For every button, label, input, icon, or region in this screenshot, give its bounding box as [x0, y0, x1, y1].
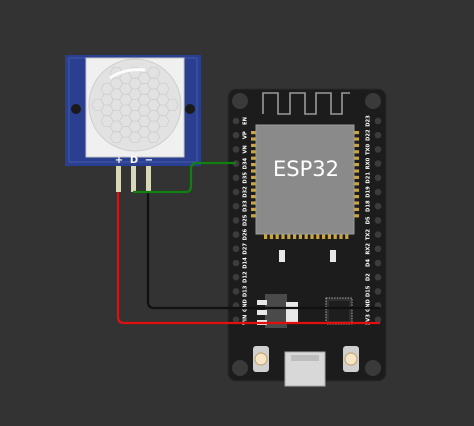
wire-gnd[interactable] — [146, 191, 380, 310]
pin-hole-rx2[interactable] — [374, 245, 382, 253]
pin-hole-d35[interactable] — [232, 174, 240, 182]
pin-hole-d23[interactable] — [374, 117, 382, 125]
pin-hole-d26[interactable] — [232, 231, 240, 238]
mount-hole-tl — [232, 93, 248, 109]
pir-fresnel-lens — [88, 58, 182, 152]
en-reset-button[interactable] — [253, 346, 269, 372]
wire-vcc[interactable] — [116, 192, 380, 325]
micro-usb-port[interactable] — [284, 351, 326, 387]
pin-label-d5: D5 — [366, 216, 372, 224]
pin-label-d2: D2 — [366, 273, 372, 281]
pin-label-vp: VP — [243, 131, 249, 139]
pin-hole-d15[interactable] — [374, 288, 382, 295]
pir-motion-sensor[interactable]: + D − — [65, 55, 201, 192]
pin-label-d35: D35 — [243, 172, 249, 184]
pin-label-d19: D19 — [366, 186, 372, 198]
pin-label-tx0: TX0 — [366, 143, 372, 155]
usb-uart-chip — [325, 297, 353, 325]
pin-hole-en[interactable] — [232, 117, 240, 125]
pin-hole-d14[interactable] — [232, 259, 240, 267]
pin-hole-d22[interactable] — [374, 131, 382, 139]
pin-hole-d13[interactable] — [232, 288, 240, 295]
boot-button[interactable] — [343, 346, 359, 372]
pir-pin-label-vcc: + — [115, 155, 123, 166]
esp32-module-shield — [255, 124, 355, 235]
pir-lens-hex-pattern — [91, 67, 179, 144]
pir-lens-highlight — [109, 68, 146, 80]
pin-label-en: EN — [243, 117, 249, 125]
mount-hole-bl — [232, 360, 248, 376]
pin-hole-tx0[interactable] — [374, 146, 382, 153]
pin-hole-3v3[interactable] — [374, 316, 382, 324]
pin-hole-d5[interactable] — [374, 217, 382, 224]
pin-label-d25: D25 — [243, 214, 249, 226]
pin-hole-d21[interactable] — [374, 174, 382, 182]
wifi-antenna-trace — [262, 92, 350, 115]
pin-label-rx2: RX2 — [366, 243, 372, 255]
pin-label-d21: D21 — [366, 172, 372, 184]
esp32-module-pads — [251, 131, 359, 239]
pin-label-d27: D27 — [243, 243, 249, 255]
pin-label-d32: D32 — [243, 186, 249, 198]
pin-hole-d19[interactable] — [374, 188, 382, 196]
wires — [116, 161, 380, 325]
pin-hole-d25[interactable] — [232, 217, 240, 224]
pin-label-d23: D23 — [366, 115, 372, 127]
mount-hole-br — [365, 360, 381, 376]
pir-pin-vcc[interactable] — [116, 166, 121, 192]
pir-pin-label-gnd: − — [145, 155, 153, 166]
pin-hole-vp[interactable] — [232, 131, 240, 139]
pin-hole-d12[interactable] — [232, 273, 240, 281]
wire-signal[interactable] — [133, 161, 236, 194]
mount-hole-tr — [365, 93, 381, 109]
pin-label-d12: D12 — [243, 271, 249, 283]
pin-label-d13: D13 — [243, 285, 249, 297]
pin-hole-d27[interactable] — [232, 245, 240, 253]
smd-component-right — [330, 250, 336, 262]
pin-label-rx0: RX0 — [366, 157, 372, 169]
pin-label-3v3: 3V3 — [366, 314, 372, 326]
pin-hole-vin[interactable] — [232, 316, 240, 324]
pin-label-d14: D14 — [243, 257, 249, 269]
pir-pin-label-data: D — [130, 155, 138, 166]
pin-label-vin: VIN — [243, 315, 249, 325]
pin-label-gnd: GND — [366, 298, 372, 312]
pin-label-vn: VN — [243, 145, 249, 153]
pin-hole-rx0[interactable] — [374, 160, 382, 167]
pin-hole-vn[interactable] — [232, 146, 240, 153]
pir-pin-data[interactable] — [131, 166, 136, 192]
pin-label-gnd: GND — [243, 298, 249, 312]
pir-mount-hole-left — [71, 104, 81, 114]
pin-hole-d33[interactable] — [232, 202, 240, 210]
pin-label-d34: D34 — [243, 157, 249, 169]
pin-label-d15: D15 — [366, 285, 372, 297]
pin-label-d33: D33 — [243, 200, 249, 212]
pir-mount-hole-right — [185, 104, 195, 114]
pin-label-d26: D26 — [243, 228, 249, 240]
pin-hole-tx2[interactable] — [374, 231, 382, 238]
pin-hole-d2[interactable] — [374, 273, 382, 281]
pin-hole-d18[interactable] — [374, 202, 382, 210]
pir-pin-gnd[interactable] — [146, 166, 151, 192]
pin-label-d22: D22 — [366, 129, 372, 141]
pin-label-tx2: TX2 — [366, 229, 372, 241]
pin-hole-d32[interactable] — [232, 188, 240, 196]
pin-label-d4: D4 — [366, 259, 372, 267]
pin-label-d18: D18 — [366, 200, 372, 212]
pin-hole-d4[interactable] — [374, 259, 382, 267]
chip-label: ESP32 — [273, 157, 339, 181]
smd-component-left — [279, 250, 285, 262]
